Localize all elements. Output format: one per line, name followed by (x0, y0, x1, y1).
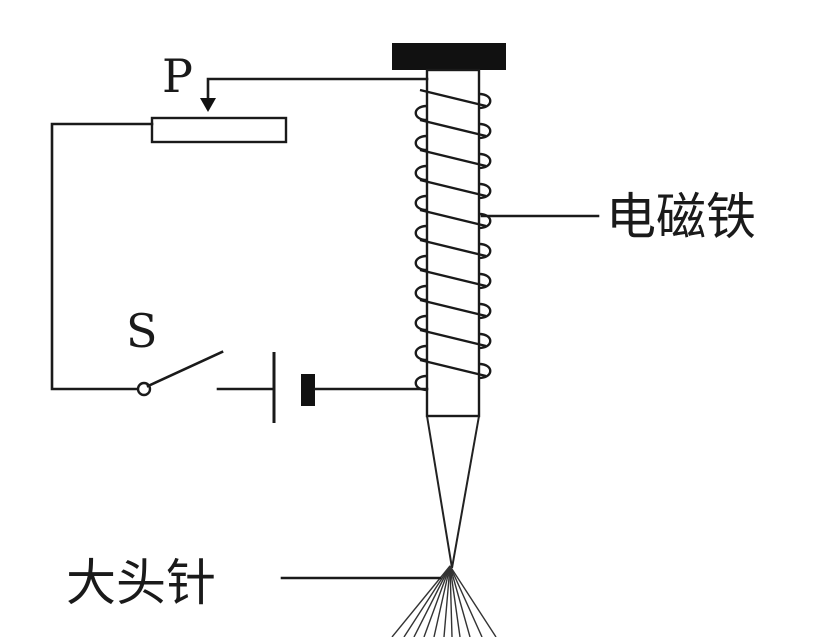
coil-turn-right (478, 182, 492, 200)
pin (433, 565, 451, 637)
coil-turn-right (478, 332, 492, 350)
top-wire (206, 77, 429, 100)
pins-label: 大头针 (66, 554, 216, 612)
pin (413, 565, 451, 637)
coil-turn-left (414, 134, 428, 152)
electromagnet-coil (414, 88, 492, 392)
coil-turn-front (419, 298, 487, 318)
pin (449, 565, 453, 637)
coil-turn-right (478, 212, 492, 230)
rheostat (150, 116, 288, 144)
coil-turn-front (419, 328, 487, 348)
coil-turn-right (478, 302, 492, 320)
funnel-right (451, 415, 480, 569)
coil-turn-right (478, 122, 492, 140)
pin (443, 565, 451, 637)
switch-label: S (126, 304, 158, 358)
coil-turn-right (478, 92, 492, 110)
coil-turn-front (419, 88, 487, 108)
battery-short-plate (301, 374, 315, 406)
coil-turn-left (414, 314, 428, 332)
slider-label: P (162, 49, 193, 103)
coil-turn-left (414, 194, 428, 212)
coil-turn-left (414, 164, 428, 182)
left-wire (50, 122, 154, 391)
electromagnet-label: 电磁铁 (606, 188, 756, 246)
coil-turn-right (478, 242, 492, 260)
pin (403, 565, 451, 637)
coil-turn-front (419, 148, 487, 168)
coil-turn-right (478, 272, 492, 290)
coil-turn-left (414, 344, 428, 362)
coil-turn-left (414, 284, 428, 302)
coil-turn-left (414, 254, 428, 272)
pin (449, 565, 471, 637)
coil-turn-left (414, 224, 428, 242)
funnel-left (426, 415, 453, 569)
pin (449, 565, 483, 637)
core-cap (392, 43, 506, 70)
pin (449, 565, 497, 637)
coil-turn-front (419, 118, 487, 138)
coil-turn-front (419, 208, 487, 228)
coil-turn-front (419, 238, 487, 258)
coil-turn-front (419, 178, 487, 198)
switch-blade (146, 350, 224, 388)
coil-turn-front (419, 268, 487, 288)
slider-arrow-icon (200, 98, 216, 112)
coil-turn-front (419, 358, 487, 378)
coil-turn-right (478, 362, 492, 380)
coil-turn-left (414, 104, 428, 122)
coil-turn-right (478, 152, 492, 170)
pin (423, 565, 451, 637)
pins-cluster (391, 565, 497, 637)
pin (449, 565, 461, 637)
